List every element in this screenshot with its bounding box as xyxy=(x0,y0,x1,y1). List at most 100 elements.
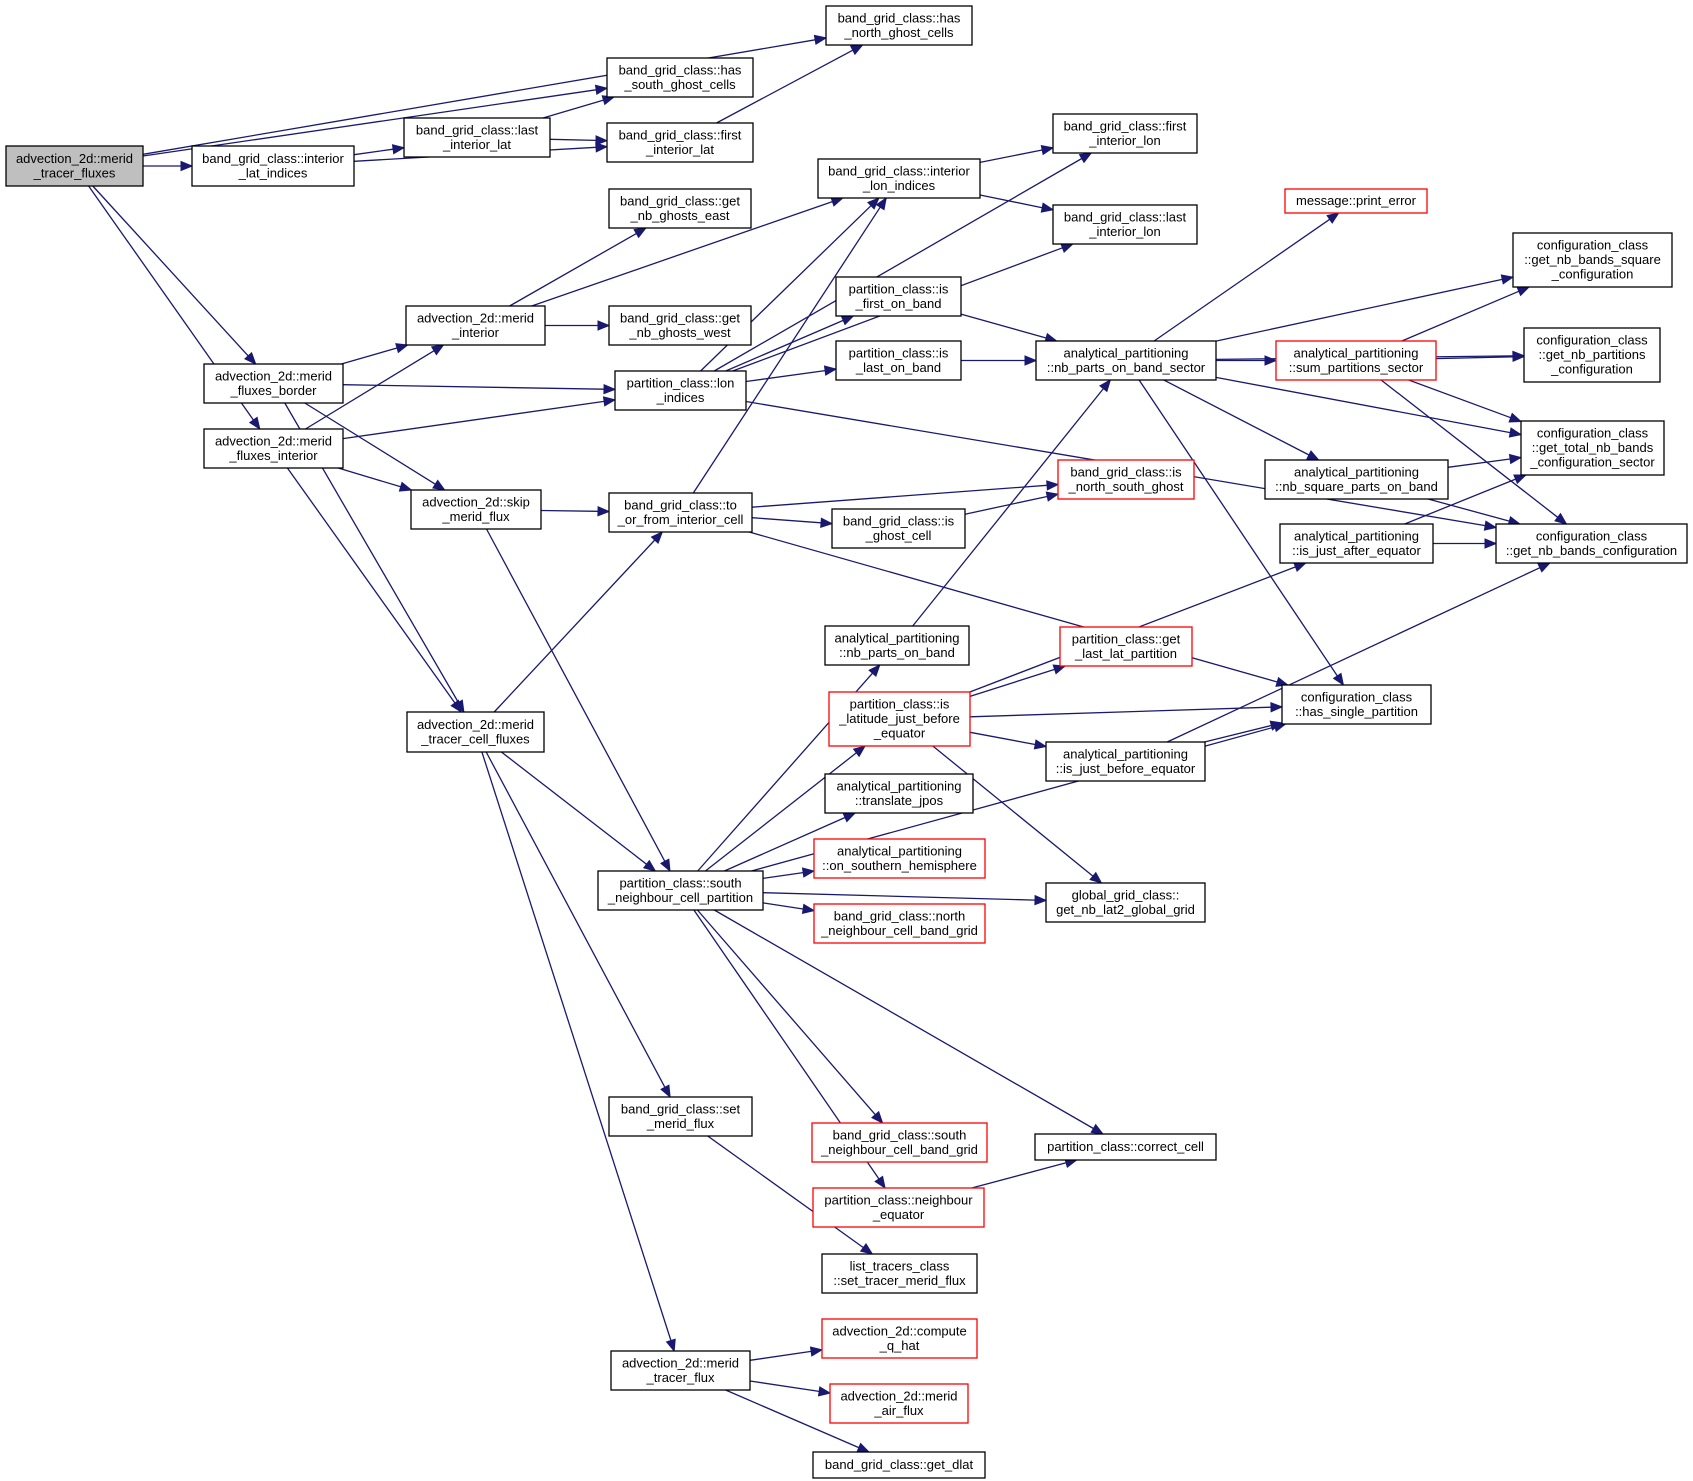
node-box[interactable] xyxy=(1035,340,1217,381)
node-box[interactable] xyxy=(1045,882,1206,923)
node-box[interactable] xyxy=(191,145,355,187)
node-has_single_partition[interactable]: configuration_class::has_single_partitio… xyxy=(1281,684,1432,725)
node-get_last_lat_partition[interactable]: partition_class::get_last_lat_partition xyxy=(1059,626,1193,667)
node-on_southern_hemisphere[interactable]: analytical_partitioning::on_southern_hem… xyxy=(813,838,986,879)
node-box[interactable] xyxy=(1059,626,1193,667)
node-box[interactable] xyxy=(5,145,144,187)
node-box[interactable] xyxy=(610,1350,751,1391)
node-box[interactable] xyxy=(410,489,542,530)
node-box[interactable] xyxy=(824,625,970,666)
node-is_ghost_cell[interactable]: band_grid_class::is_ghost_cell xyxy=(831,508,966,549)
node-get_nb_bands_square_configuration[interactable]: configuration_class::get_nb_bands_square… xyxy=(1512,232,1673,288)
node-box[interactable] xyxy=(1264,459,1449,500)
node-print_error[interactable]: message::print_error xyxy=(1284,188,1428,214)
node-box[interactable] xyxy=(403,117,551,158)
node-box[interactable] xyxy=(828,691,971,747)
node-box[interactable] xyxy=(597,870,764,911)
node-nb_parts_on_band[interactable]: analytical_partitioning::nb_parts_on_ban… xyxy=(824,625,970,666)
node-interior_lat_indices[interactable]: band_grid_class::interior_lat_indices xyxy=(191,145,355,187)
node-merid_tracer_flux[interactable]: advection_2d::merid_tracer_flux xyxy=(610,1350,751,1391)
node-merid_air_flux[interactable]: advection_2d::merid_air_flux xyxy=(829,1383,969,1424)
node-translate_jpos[interactable]: analytical_partitioning::translate_jpos xyxy=(824,773,974,814)
node-compute_q_hat[interactable]: advection_2d::compute_q_hat xyxy=(821,1318,978,1359)
node-box[interactable] xyxy=(835,340,962,381)
node-box[interactable] xyxy=(817,158,981,199)
node-box[interactable] xyxy=(1284,188,1428,214)
node-box[interactable] xyxy=(813,903,986,944)
node-box[interactable] xyxy=(606,122,754,163)
node-last_interior_lon[interactable]: band_grid_class::last_interior_lon xyxy=(1052,204,1198,245)
node-to_or_from_interior_cell[interactable]: band_grid_class::to_or_from_interior_cel… xyxy=(608,492,753,533)
node-merid_fluxes_interior[interactable]: advection_2d::merid_fluxes_interior xyxy=(203,428,344,469)
node-box[interactable] xyxy=(1281,684,1432,725)
node-is_first_on_band[interactable]: partition_class::is_first_on_band xyxy=(835,276,962,317)
node-box[interactable] xyxy=(1052,113,1198,154)
node-box[interactable] xyxy=(1495,523,1688,564)
node-get_total_nb_bands_configuration_sector[interactable]: configuration_class::get_total_nb_bands_… xyxy=(1520,420,1665,476)
node-box[interactable] xyxy=(406,711,545,753)
node-box[interactable] xyxy=(608,188,752,229)
node-get_nb_ghosts_west[interactable]: band_grid_class::get_nb_ghosts_west xyxy=(608,305,752,346)
node-box[interactable] xyxy=(203,363,344,404)
node-box[interactable] xyxy=(812,1451,986,1479)
node-box[interactable] xyxy=(608,492,753,533)
node-box[interactable] xyxy=(608,305,752,346)
node-has_south_ghost_cells[interactable]: band_grid_class::has_south_ghost_cells xyxy=(606,57,754,98)
node-is_north_south_ghost[interactable]: band_grid_class::is_north_south_ghost xyxy=(1057,459,1195,500)
node-box[interactable] xyxy=(203,428,344,469)
node-box[interactable] xyxy=(1279,523,1434,564)
node-south_neighbour_cell_partition[interactable]: partition_class::south_neighbour_cell_pa… xyxy=(597,870,764,911)
node-merid_tracer_fluxes[interactable]: advection_2d::merid_tracer_fluxes xyxy=(5,145,144,187)
node-box[interactable] xyxy=(1523,327,1661,383)
node-box[interactable] xyxy=(821,1318,978,1359)
node-neighbour_equator[interactable]: partition_class::neighbour_equator xyxy=(812,1187,985,1228)
node-box[interactable] xyxy=(608,1096,753,1137)
node-interior_lon_indices[interactable]: band_grid_class::interior_lon_indices xyxy=(817,158,981,199)
node-merid_tracer_cell_fluxes[interactable]: advection_2d::merid_tracer_cell_fluxes xyxy=(406,711,545,753)
node-box[interactable] xyxy=(614,370,747,411)
node-skip_merid_flux[interactable]: advection_2d::skip_merid_flux xyxy=(410,489,542,530)
node-box[interactable] xyxy=(1052,204,1198,245)
node-first_interior_lat[interactable]: band_grid_class::first_interior_lat xyxy=(606,122,754,163)
node-box[interactable] xyxy=(1057,459,1195,500)
node-box[interactable] xyxy=(405,305,546,346)
node-box[interactable] xyxy=(1512,232,1673,288)
node-box[interactable] xyxy=(831,508,966,549)
node-box[interactable] xyxy=(812,1187,985,1228)
node-is_last_on_band[interactable]: partition_class::is_last_on_band xyxy=(835,340,962,381)
node-merid_interior[interactable]: advection_2d::merid_interior xyxy=(405,305,546,346)
node-nb_parts_on_band_sector[interactable]: analytical_partitioning::nb_parts_on_ban… xyxy=(1035,340,1217,381)
node-sum_partitions_sector[interactable]: analytical_partitioning::sum_partitions_… xyxy=(1275,340,1437,381)
node-box[interactable] xyxy=(821,1253,978,1294)
node-nb_square_parts_on_band[interactable]: analytical_partitioning::nb_square_parts… xyxy=(1264,459,1449,500)
node-first_interior_lon[interactable]: band_grid_class::first_interior_lon xyxy=(1052,113,1198,154)
node-is_just_after_equator[interactable]: analytical_partitioning::is_just_after_e… xyxy=(1279,523,1434,564)
node-box[interactable] xyxy=(1275,340,1437,381)
node-get_dlat[interactable]: band_grid_class::get_dlat xyxy=(812,1451,986,1479)
node-has_north_ghost_cells[interactable]: band_grid_class::has_north_ghost_cells xyxy=(825,5,973,46)
node-get_nb_bands_configuration[interactable]: configuration_class::get_nb_bands_config… xyxy=(1495,523,1688,564)
node-is_latitude_just_before_equator[interactable]: partition_class::is_latitude_just_before… xyxy=(828,691,971,747)
node-is_just_before_equator[interactable]: analytical_partitioning::is_just_before_… xyxy=(1045,741,1206,782)
node-box[interactable] xyxy=(835,276,962,317)
node-lon_indices[interactable]: partition_class::lon_indices xyxy=(614,370,747,411)
node-last_interior_lat[interactable]: band_grid_class::last_interior_lat xyxy=(403,117,551,158)
node-box[interactable] xyxy=(606,57,754,98)
node-set_tracer_merid_flux[interactable]: list_tracers_class::set_tracer_merid_flu… xyxy=(821,1253,978,1294)
node-north_neighbour_cell_band_grid[interactable]: band_grid_class::north_neighbour_cell_ba… xyxy=(813,903,986,944)
node-correct_cell[interactable]: partition_class::correct_cell xyxy=(1034,1133,1217,1161)
node-box[interactable] xyxy=(811,1122,988,1163)
node-box[interactable] xyxy=(813,838,986,879)
node-box[interactable] xyxy=(825,5,973,46)
node-south_neighbour_cell_band_grid[interactable]: band_grid_class::south_neighbour_cell_ba… xyxy=(811,1122,988,1163)
node-get_nb_ghosts_east[interactable]: band_grid_class::get_nb_ghosts_east xyxy=(608,188,752,229)
node-box[interactable] xyxy=(829,1383,969,1424)
node-box[interactable] xyxy=(824,773,974,814)
node-box[interactable] xyxy=(1034,1133,1217,1161)
node-get_nb_lat2_global_grid[interactable]: global_grid_class::get_nb_lat2_global_gr… xyxy=(1045,882,1206,923)
node-merid_fluxes_border[interactable]: advection_2d::merid_fluxes_border xyxy=(203,363,344,404)
node-box[interactable] xyxy=(1045,741,1206,782)
node-box[interactable] xyxy=(1520,420,1665,476)
node-get_nb_partitions_configuration[interactable]: configuration_class::get_nb_partitions_c… xyxy=(1523,327,1661,383)
node-set_merid_flux[interactable]: band_grid_class::set_merid_flux xyxy=(608,1096,753,1137)
